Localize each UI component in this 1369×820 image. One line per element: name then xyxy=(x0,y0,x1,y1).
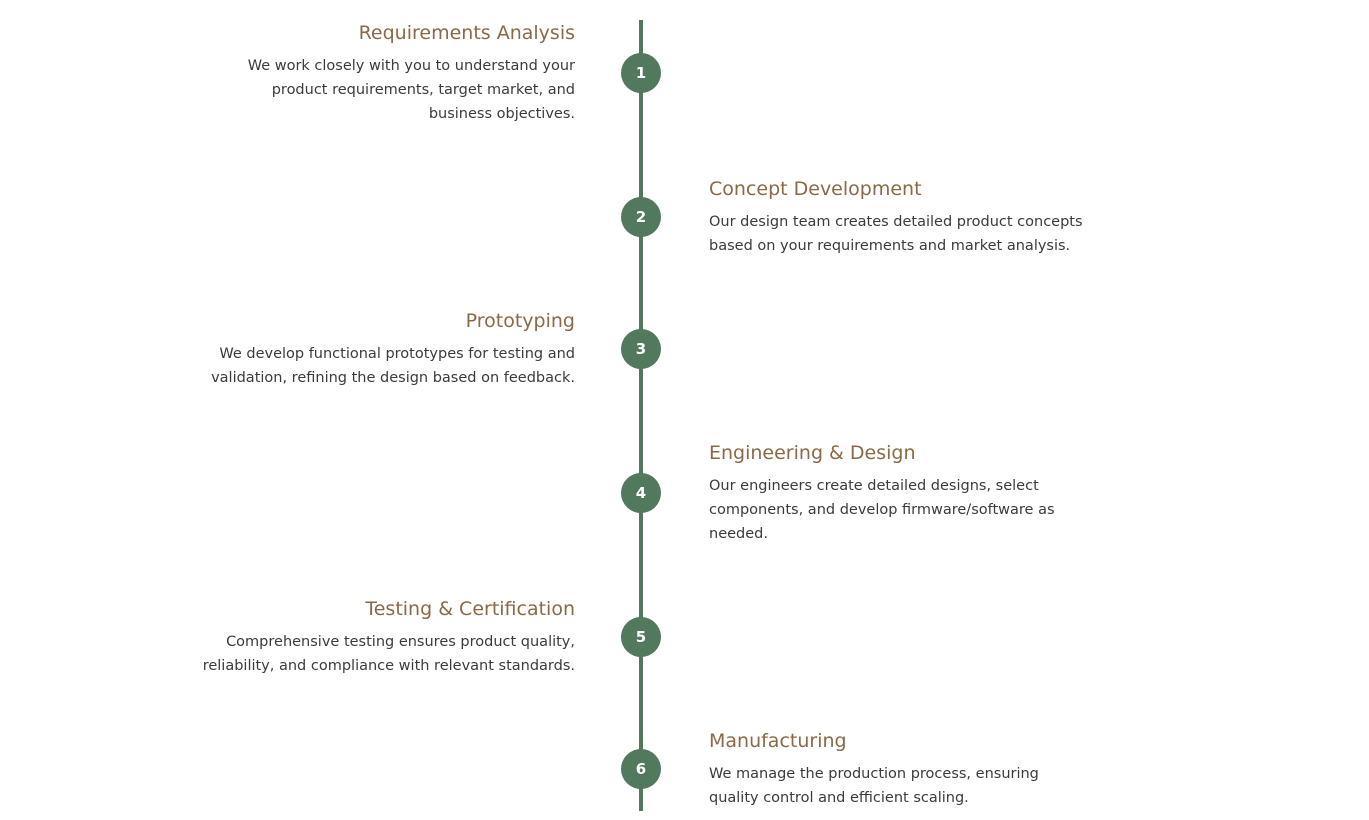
step-description: We develop functional prototypes for tes… xyxy=(211,346,575,386)
timeline-line xyxy=(639,20,643,811)
step-number-badge: 4 xyxy=(621,473,661,513)
step-title: Concept Development xyxy=(709,178,922,200)
step-title: Engineering & Design xyxy=(709,442,916,464)
step-number-badge: 6 xyxy=(621,749,661,789)
step-description: Our engineers create detailed designs, s… xyxy=(709,478,1055,542)
timeline-step-3: Prototyping We develop functional protot… xyxy=(195,308,575,390)
step-title: Requirements Analysis xyxy=(358,22,575,44)
timeline-step-4: Engineering & Design Our engineers creat… xyxy=(709,440,1089,546)
step-description: We manage the production process, ensuri… xyxy=(709,766,1039,806)
step-title: Prototyping xyxy=(465,310,575,332)
step-number-badge: 1 xyxy=(621,53,661,93)
step-number-badge: 3 xyxy=(621,329,661,369)
step-number-badge: 5 xyxy=(621,617,661,657)
timeline-step-5: Testing & Certification Comprehensive te… xyxy=(195,596,575,678)
step-description: Comprehensive testing ensures product qu… xyxy=(202,634,575,674)
step-title: Testing & Certification xyxy=(365,598,575,620)
step-number-badge: 2 xyxy=(621,197,661,237)
step-description: We work closely with you to understand y… xyxy=(247,58,575,122)
step-description: Our design team creates detailed product… xyxy=(709,214,1083,254)
step-title: Manufacturing xyxy=(709,730,847,752)
timeline-step-2: Concept Development Our design team crea… xyxy=(709,176,1089,258)
timeline-step-6: Manufacturing We manage the production p… xyxy=(709,728,1089,810)
timeline-step-1: Requirements Analysis We work closely wi… xyxy=(195,20,575,126)
